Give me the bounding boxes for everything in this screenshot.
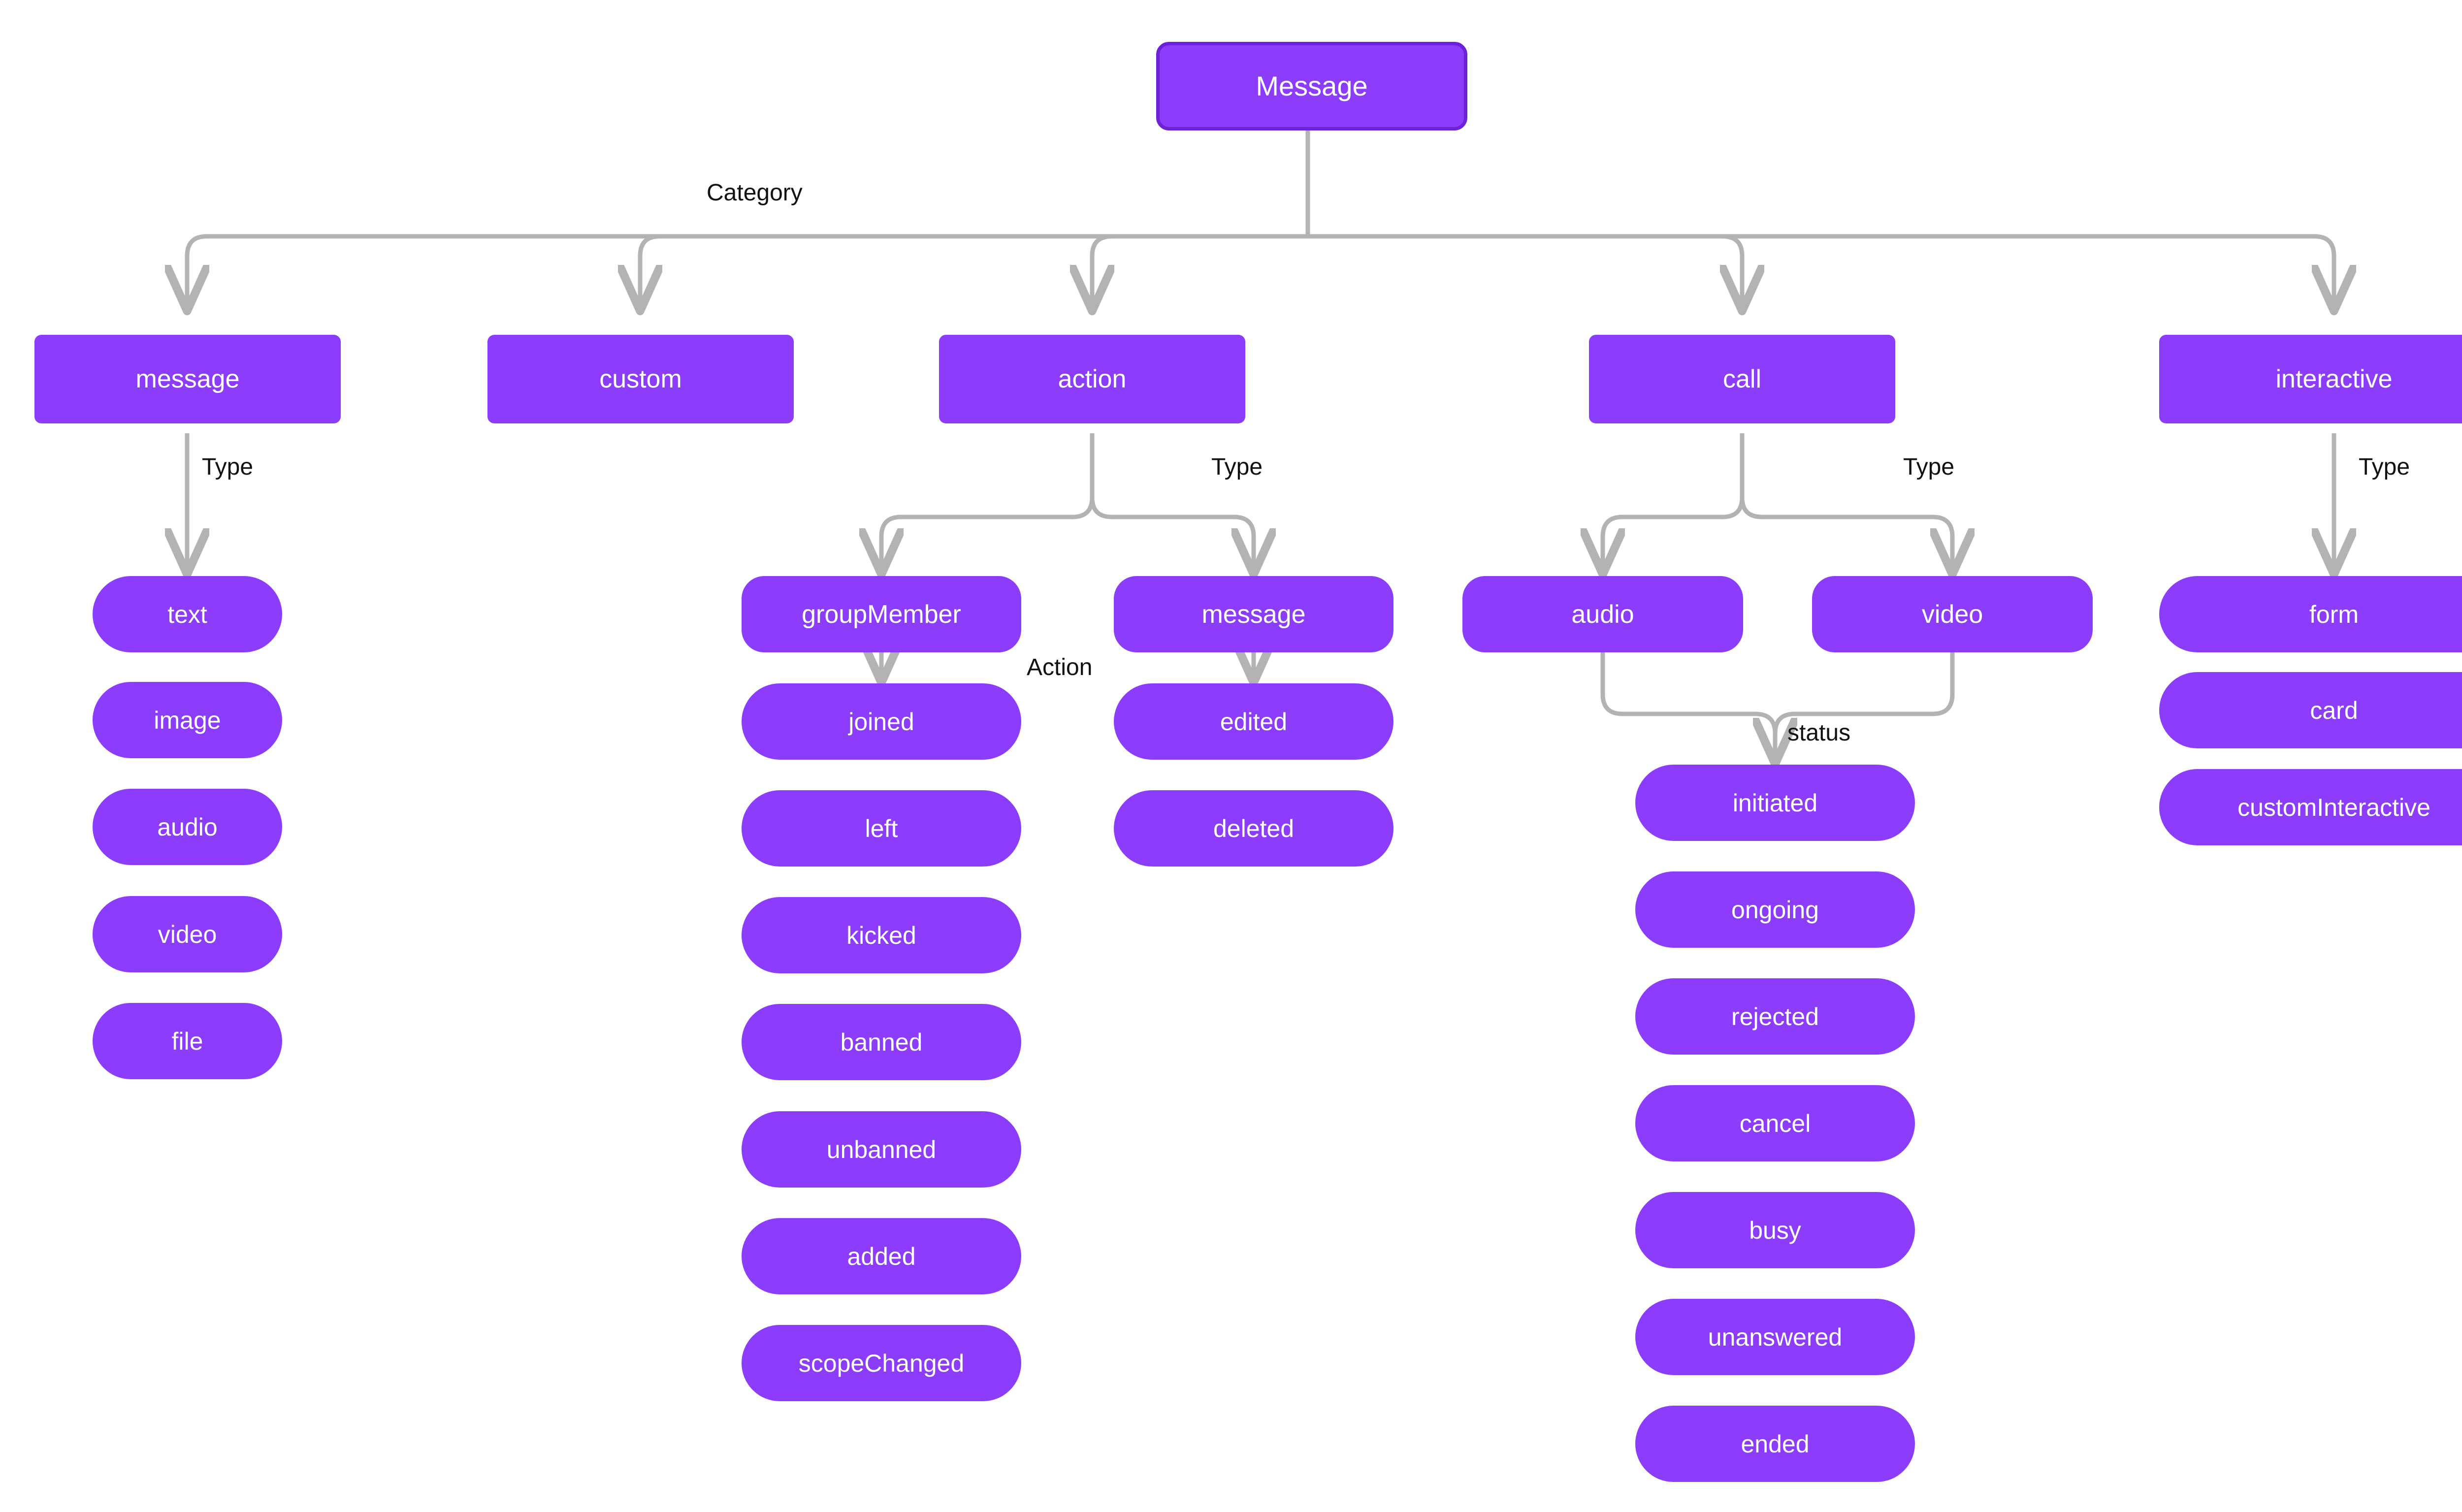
node-category-action[interactable]: action — [939, 335, 1245, 423]
node-action-type-message[interactable]: message — [1114, 576, 1393, 652]
node-category-interactive[interactable]: interactive — [2159, 335, 2462, 423]
node-label: customInteractive — [2237, 793, 2430, 821]
node-category-call[interactable]: call — [1589, 335, 1895, 423]
node-label: message — [135, 365, 240, 393]
node-label: ended — [1741, 1430, 1810, 1458]
node-label: audio — [1571, 600, 1634, 629]
leaf-message-type-file[interactable]: file — [93, 1003, 282, 1079]
leaf-call-status-unanswered[interactable]: unanswered — [1635, 1299, 1915, 1375]
edge-label-type-call: Type — [1903, 454, 1955, 480]
node-label: initiated — [1732, 789, 1818, 817]
leaf-call-status-ongoing[interactable]: ongoing — [1635, 871, 1915, 948]
edge-label-category: Category — [707, 180, 803, 206]
edge-label-type-message: Type — [202, 454, 254, 480]
node-category-custom[interactable]: custom — [487, 335, 794, 423]
edge-label-type-interactive: Type — [2359, 454, 2410, 480]
leaf-groupmember-action-kicked[interactable]: kicked — [742, 897, 1021, 973]
node-label: banned — [840, 1028, 923, 1056]
node-label: joined — [848, 708, 914, 736]
node-action-type-groupmember[interactable]: groupMember — [742, 576, 1021, 652]
node-label: edited — [1220, 708, 1288, 736]
leaf-groupmember-action-unbanned[interactable]: unbanned — [742, 1111, 1021, 1188]
node-label: left — [865, 814, 898, 842]
leaf-interactive-type-custominteractive[interactable]: customInteractive — [2159, 769, 2462, 845]
leaf-message-type-image[interactable]: image — [93, 682, 282, 758]
node-category-message[interactable]: message — [34, 335, 341, 423]
node-label: busy — [1749, 1216, 1801, 1244]
leaf-call-status-busy[interactable]: busy — [1635, 1192, 1915, 1268]
node-label: Message — [1256, 70, 1368, 101]
node-label: call — [1722, 365, 1762, 393]
leaf-groupmember-action-added[interactable]: added — [742, 1218, 1021, 1294]
node-label: audio — [157, 813, 218, 841]
node-label: form — [2309, 600, 2359, 628]
node-call-type-video[interactable]: video — [1812, 576, 2093, 652]
node-label: unanswered — [1708, 1323, 1843, 1351]
node-label: unbanned — [826, 1135, 937, 1163]
node-call-type-audio[interactable]: audio — [1462, 576, 1743, 652]
leaf-call-status-initiated[interactable]: initiated — [1635, 765, 1915, 841]
leaf-groupmember-action-banned[interactable]: banned — [742, 1004, 1021, 1080]
leaf-message-type-audio[interactable]: audio — [93, 789, 282, 865]
node-label: kicked — [846, 921, 916, 949]
leaf-call-status-rejected[interactable]: rejected — [1635, 978, 1915, 1055]
node-label: video — [158, 920, 217, 948]
node-label: action — [1058, 365, 1127, 393]
leaf-groupmember-action-scopechanged[interactable]: scopeChanged — [742, 1325, 1021, 1401]
node-label: cancel — [1739, 1109, 1811, 1137]
node-label: image — [154, 706, 221, 734]
node-label: file — [171, 1027, 203, 1055]
leaf-message-action-edited[interactable]: edited — [1114, 683, 1393, 760]
node-label: text — [167, 600, 207, 628]
edge-label-status-call: status — [1787, 720, 1851, 746]
node-label: added — [847, 1242, 916, 1270]
leaf-groupmember-action-joined[interactable]: joined — [742, 683, 1021, 760]
node-label: ongoing — [1731, 896, 1819, 924]
leaf-message-type-text[interactable]: text — [93, 576, 282, 652]
leaf-groupmember-action-left[interactable]: left — [742, 790, 1021, 867]
edge-label-type-action: Type — [1211, 454, 1263, 480]
node-label: rejected — [1731, 1002, 1819, 1030]
leaf-call-status-cancel[interactable]: cancel — [1635, 1085, 1915, 1161]
leaf-interactive-type-card[interactable]: card — [2159, 672, 2462, 748]
node-label: card — [2310, 696, 2358, 724]
node-label: groupMember — [802, 600, 961, 629]
leaf-message-action-deleted[interactable]: deleted — [1114, 790, 1393, 867]
node-root-message[interactable]: Message — [1156, 42, 1467, 130]
leaf-message-type-video[interactable]: video — [93, 896, 282, 972]
node-label: interactive — [2275, 365, 2393, 393]
node-label: custom — [599, 365, 682, 393]
node-label: deleted — [1213, 814, 1295, 842]
node-label: message — [1201, 600, 1306, 629]
leaf-call-status-ended[interactable]: ended — [1635, 1406, 1915, 1482]
leaf-interactive-type-form[interactable]: form — [2159, 576, 2462, 652]
node-label: video — [1921, 600, 1983, 629]
edge-label-action-groupmember: Action — [1027, 654, 1093, 680]
node-label: scopeChanged — [798, 1349, 965, 1377]
